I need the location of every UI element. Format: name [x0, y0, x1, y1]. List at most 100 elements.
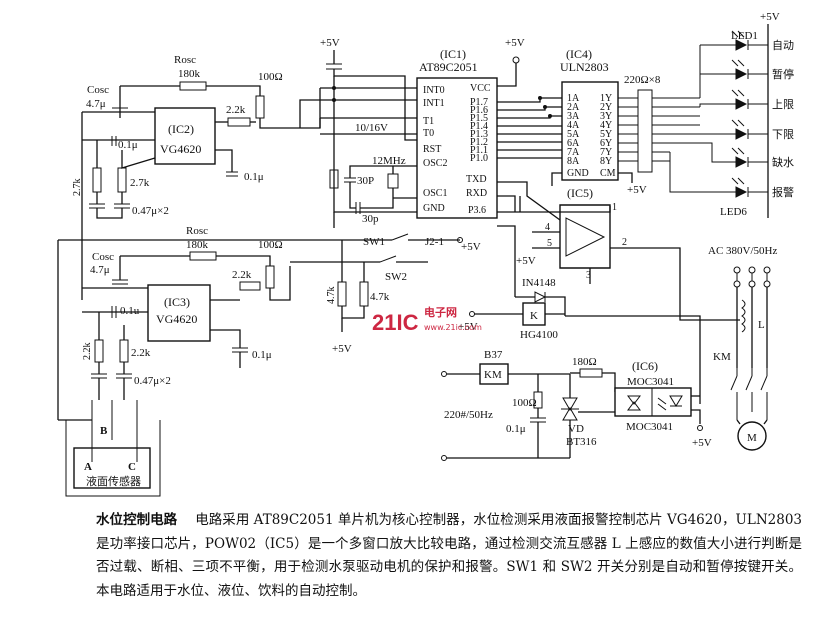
- res-array-label: 220Ω×8: [624, 74, 661, 86]
- cap-047-a: 0.47μ×2: [132, 205, 169, 217]
- j2-label: J2-1: [425, 236, 444, 248]
- ic1-part: AT89C2051: [419, 60, 478, 74]
- coil-l: L: [758, 319, 765, 331]
- ic2-level-alarm: (IC2) VG4620 Rosc 180k 100Ω 2.2k Cosc 4.…: [72, 54, 321, 240]
- res-100-2: 100Ω: [258, 239, 283, 251]
- ic1-pin-osc2: OSC2: [423, 158, 447, 169]
- rosc1-val: 180k: [178, 68, 201, 80]
- ic1-pin-p15: P1.5: [470, 113, 488, 124]
- cap-01-c: 0.1u: [120, 305, 140, 317]
- ic4-pin-4y: 4Y: [600, 120, 612, 131]
- led-indicators: +5V LED1 LED6: [669, 11, 794, 218]
- cosc2-name: Cosc: [92, 251, 114, 263]
- ic1-pin-gnd: GND: [423, 203, 445, 214]
- sensor-c: C: [128, 461, 136, 473]
- led-top-label: LED1: [731, 30, 758, 42]
- cap-01-a: 0.1μ: [118, 139, 138, 151]
- watermark-cn: 电子网: [424, 305, 457, 319]
- ic1-pin-p11: P1.1: [470, 145, 488, 156]
- ic4-pin-2y: 2Y: [600, 102, 612, 113]
- sensor-a: A: [84, 461, 92, 473]
- ic3-part: VG4620: [156, 312, 197, 326]
- led-bottom-label: LED6: [720, 206, 747, 218]
- ic1-pin-rxd: RXD: [466, 188, 487, 199]
- ic4-pin-cm: CM: [600, 168, 616, 179]
- res-2k2-d: 2.2k: [131, 347, 151, 359]
- led-label-auto: 自动: [772, 39, 794, 52]
- km-box: KM: [484, 369, 502, 381]
- vcc5-sw: +5V: [461, 241, 481, 253]
- ic3-level-alarm: (IC3) VG4620 Rosc 180k 100Ω 2.2k Cosc 4.…: [57, 225, 320, 420]
- ic5-pin-5: 5: [547, 238, 552, 249]
- relay-k: K: [530, 310, 538, 322]
- motor-m: M: [747, 432, 757, 444]
- ic4-name: (IC4): [566, 47, 592, 61]
- diode-label: IN4148: [522, 277, 556, 289]
- bt316-label: BT316: [566, 436, 597, 448]
- ic6-part2: MOC3041: [626, 421, 673, 433]
- ic1-pin-rst: RST: [423, 144, 441, 155]
- res-180: 180Ω: [572, 356, 597, 368]
- ic5-pin-4: 4: [545, 222, 550, 233]
- figure-caption: 水位控制电路电路采用 AT89C2051 单片机为核心控制器，水位检测采用液面报…: [96, 509, 802, 603]
- res-2k2-c: 2.2k: [82, 343, 93, 361]
- ic1-pin-p16: P1.6: [470, 105, 488, 116]
- led-label-nowater: 缺水: [772, 155, 794, 169]
- ic4-pin-3y: 3Y: [600, 111, 612, 122]
- led-label-upper: 上限: [772, 98, 794, 111]
- cap-01-e: 0.1μ: [506, 423, 526, 435]
- cap-30p-a: 30P: [357, 175, 374, 187]
- vcc5-bottom: +5V: [332, 343, 352, 355]
- ic1-support: +5V 10/16V 12MHz 30P 30p: [320, 37, 417, 225]
- ic4-pin-gnd: GND: [567, 168, 589, 179]
- rosc2-name: Rosc: [186, 225, 208, 237]
- ac-supply: AC 380V/50Hz: [708, 245, 777, 257]
- ic1-pin-p14: P1.4: [470, 121, 488, 132]
- res-2k2-a: 2.2k: [226, 104, 246, 116]
- liquid-level-sensor: B A C 液面传感器: [58, 400, 161, 497]
- km-label: KM: [713, 351, 731, 363]
- led-label-pause: 暂停: [772, 67, 794, 81]
- cosc1-name: Cosc: [87, 84, 109, 96]
- ac220: 220#/50Hz: [444, 409, 493, 421]
- ic1-name: (IC1): [440, 47, 466, 61]
- res-4k7-b: 4.7k: [370, 291, 390, 303]
- ic4-pin-2a: 2A: [567, 102, 580, 113]
- led-label-lower: 下限: [772, 128, 794, 141]
- ic4-pin-6a: 6A: [567, 138, 580, 149]
- ic4-pin-8a: 8A: [567, 156, 580, 167]
- b37-label: B37: [484, 349, 503, 361]
- ic4-pin-7a: 7A: [567, 147, 580, 158]
- cap-01-b: 0.1μ: [244, 171, 264, 183]
- vcc5-ic1: +5V: [505, 37, 525, 49]
- crystal-label: 12MHz: [372, 155, 406, 167]
- vd-label: VD: [568, 423, 584, 435]
- ic5-pin-3: 3: [586, 270, 591, 281]
- ic4-pin-4a: 4A: [567, 120, 580, 131]
- motor-section: AC 380V/50Hz L KM M: [565, 245, 777, 451]
- cosc1-val: 4.7μ: [86, 98, 106, 110]
- ic5-comparator: (IC5) 1 2 3 4 5 +5V: [497, 181, 740, 321]
- ic4-pin-7y: 7Y: [600, 147, 612, 158]
- caption-title: 水位控制电路: [96, 512, 178, 528]
- ic1-pin-p13: P1.3: [470, 129, 488, 140]
- ic3-name: (IC3): [164, 295, 190, 309]
- res-4k7-a: 4.7k: [326, 287, 337, 305]
- caption-body: 电路采用 AT89C2051 单片机为核心控制器，水位检测采用液面报警控制芯片 …: [96, 512, 803, 599]
- rosc2-val: 180k: [186, 239, 209, 251]
- ic1-pin-int0: INT0: [423, 85, 445, 96]
- ic1-pin-p12: P1.2: [470, 137, 488, 148]
- sw2-label: SW2: [385, 271, 407, 283]
- ic6-part: MOC3041: [627, 376, 674, 388]
- ic4-pin-6y: 6Y: [600, 138, 612, 149]
- cap-01-d: 0.1μ: [252, 349, 272, 361]
- site-watermark: 21IC 电子网 www.21ic.com: [372, 305, 482, 335]
- ic5-name: (IC5): [567, 186, 593, 200]
- cap-047-b: 0.47μ×2: [134, 375, 171, 387]
- ic5-pin-2: 2: [622, 237, 627, 248]
- sensor-b: B: [100, 425, 108, 437]
- cap-30p-b: 30p: [362, 213, 379, 225]
- ic4-pin-5a: 5A: [567, 129, 580, 140]
- res-100-1: 100Ω: [258, 71, 283, 83]
- ic5-pin-1: 1: [612, 202, 617, 213]
